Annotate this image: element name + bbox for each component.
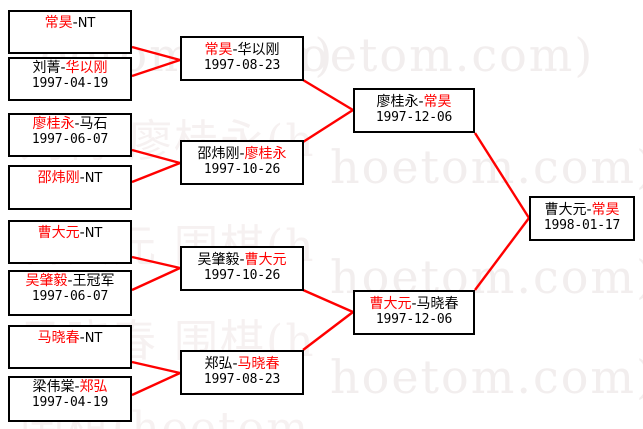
match-players: 马晓春-NT: [37, 330, 103, 346]
match-box-r1m3[interactable]: 廖桂永-马石 1997-06-07: [8, 113, 132, 157]
player-right: 华以刚: [237, 42, 280, 59]
match-players: 常昊-华以刚: [204, 42, 280, 59]
player-right: 曹大元: [244, 252, 287, 269]
player-left: 曹大元: [37, 225, 80, 241]
player-right: NT: [84, 226, 103, 241]
match-box-r2m4[interactable]: 郑弘-马晓春 1997-08-23: [180, 350, 304, 395]
match-players: 廖桂永-马石: [32, 116, 108, 132]
match-box-r1m5[interactable]: 曹大元-NT: [8, 220, 132, 264]
player-left: 梁伟棠: [32, 379, 75, 395]
player-right: 马晓春: [237, 356, 280, 373]
match-box-r2m2[interactable]: 邵炜刚-廖桂永 1997-10-26: [180, 140, 304, 185]
match-box-r3m1[interactable]: 廖桂永-常昊 1997-12-06: [353, 88, 475, 133]
player-left: 邵炜刚: [197, 146, 240, 163]
match-box-r1m6[interactable]: 吴肇毅-王冠军 1997-06-07: [8, 270, 132, 316]
player-left: 邵炜刚: [37, 170, 80, 186]
player-left: 廖桂永: [376, 94, 419, 111]
match-players: 郑弘-马晓春: [204, 356, 280, 373]
player-right: 华以刚: [65, 60, 108, 76]
player-left: 常昊: [44, 15, 73, 31]
player-left: 曹大元: [544, 202, 587, 219]
match-date: 1997-06-07: [31, 131, 109, 147]
player-right: NT: [77, 16, 96, 31]
player-left: 常昊: [204, 42, 233, 59]
match-date: 1997-08-23: [203, 58, 281, 74]
match-players: 曹大元-常昊: [544, 202, 620, 219]
match-box-r1m2[interactable]: 刘菁-华以刚 1997-04-19: [8, 57, 132, 101]
match-players: 曹大元-NT: [37, 225, 103, 241]
match-players: 梁伟棠-郑弘: [32, 379, 108, 395]
match-date: 1998-01-17: [543, 218, 621, 234]
match-date: 1997-08-23: [203, 372, 281, 388]
player-left: 曹大元: [369, 296, 412, 313]
player-left: 马晓春: [37, 330, 80, 346]
player-left: 郑弘: [204, 356, 233, 373]
player-right: 郑弘: [79, 379, 108, 395]
match-box-r1m4[interactable]: 邵炜刚-NT: [8, 165, 132, 210]
match-date: 1997-04-19: [31, 75, 109, 91]
match-date: 1997-12-06: [375, 110, 453, 126]
match-box-r1m1[interactable]: 常昊-NT: [8, 10, 132, 54]
player-left: 廖桂永: [32, 116, 75, 132]
player-left: 吴肇毅: [25, 273, 68, 289]
player-left: 刘菁: [32, 60, 61, 76]
match-date: 1997-04-19: [31, 394, 109, 410]
player-left: 吴肇毅: [197, 252, 240, 269]
match-box-r1m8[interactable]: 梁伟棠-郑弘 1997-04-19: [8, 376, 132, 422]
player-right: NT: [84, 331, 103, 346]
match-players: 廖桂永-常昊: [376, 94, 452, 111]
player-right: 常昊: [423, 94, 452, 111]
match-box-r1m7[interactable]: 马晓春-NT: [8, 325, 132, 369]
match-date: 1997-10-26: [203, 162, 281, 178]
match-box-r2m1[interactable]: 常昊-华以刚 1997-08-23: [180, 36, 304, 81]
match-date: 1997-10-26: [203, 268, 281, 284]
match-players: 邵炜刚-NT: [37, 170, 103, 186]
match-players: 曹大元-马晓春: [369, 296, 459, 313]
match-box-final[interactable]: 曹大元-常昊 1998-01-17: [529, 196, 635, 241]
player-right: 常昊: [591, 202, 620, 219]
match-date: 1997-06-07: [31, 288, 109, 304]
player-right: 王冠军: [72, 273, 115, 289]
match-players: 吴肇毅-王冠军: [25, 273, 115, 289]
player-right: 马晓春: [416, 296, 459, 313]
player-right: 廖桂永: [244, 146, 287, 163]
match-date: 1997-12-06: [375, 312, 453, 328]
match-box-r2m3[interactable]: 吴肇毅-曹大元 1997-10-26: [180, 246, 304, 291]
match-players: 邵炜刚-廖桂永: [197, 146, 287, 163]
player-right: NT: [84, 171, 103, 186]
player-right: 马石: [79, 116, 108, 132]
match-players: 常昊-NT: [44, 15, 96, 31]
match-box-r3m2[interactable]: 曹大元-马晓春 1997-12-06: [353, 290, 475, 335]
match-players: 刘菁-华以刚: [32, 60, 108, 76]
match-players: 吴肇毅-曹大元: [197, 252, 287, 269]
